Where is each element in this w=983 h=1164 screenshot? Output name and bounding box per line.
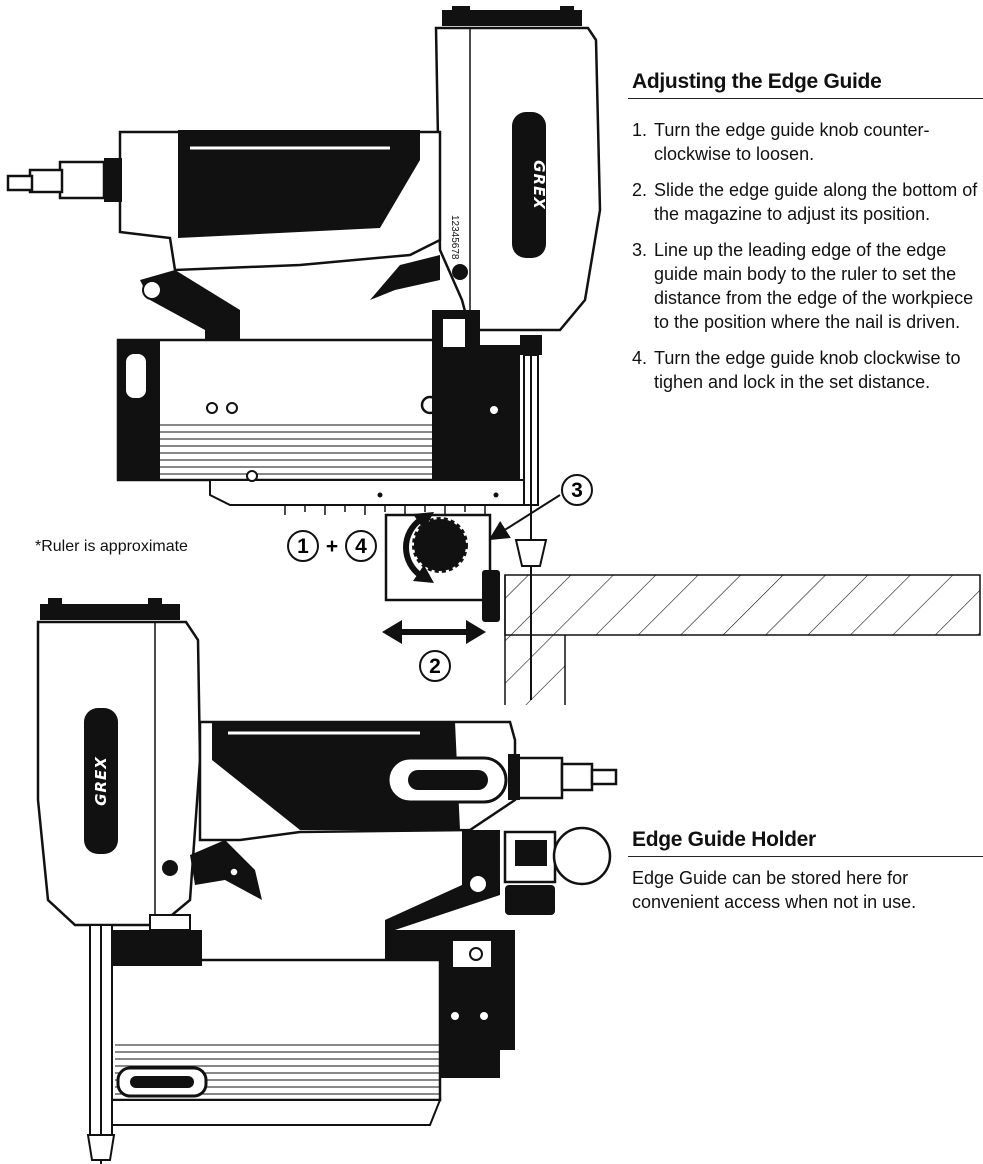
stored-edge-guide-knob bbox=[552, 826, 612, 886]
adjusting-title-rule bbox=[628, 98, 983, 99]
holder-section-title: Edge Guide Holder bbox=[632, 828, 816, 851]
callout-2: 2 bbox=[419, 650, 451, 682]
holder-description: Edge Guide can be stored here for conven… bbox=[632, 868, 917, 912]
edge-guide-assembly bbox=[382, 512, 500, 644]
step-item: 4. Turn the edge guide knob clockwise to… bbox=[632, 346, 982, 394]
step-number: 2. bbox=[632, 180, 648, 200]
step-text: Turn the edge guide knob clockwise to ti… bbox=[654, 348, 961, 392]
brand-logo-bottom: GREX bbox=[92, 756, 110, 806]
step-text: Turn the edge guide knob counter-clockwi… bbox=[654, 120, 930, 164]
step-text: Slide the edge guide along the bottom of… bbox=[654, 180, 978, 224]
step-number: 4. bbox=[632, 348, 648, 368]
svg-text:3: 3 bbox=[571, 479, 583, 502]
step-text: Line up the leading edge of the edge gui… bbox=[654, 240, 974, 332]
svg-text:1: 1 bbox=[297, 535, 309, 558]
callout-4: 4 bbox=[345, 530, 377, 562]
callout-3: 3 bbox=[561, 474, 593, 506]
svg-text:2: 2 bbox=[429, 655, 441, 678]
brand-logo-top: GREX bbox=[530, 160, 548, 210]
serial-number-top: 12345678 bbox=[449, 215, 460, 260]
step-item: 1. Turn the edge guide knob counter-cloc… bbox=[632, 118, 982, 166]
ruler-note: *Ruler is approximate bbox=[35, 538, 188, 555]
bottom-nailer: GREX bbox=[36, 598, 618, 1164]
step-number: 1. bbox=[632, 120, 648, 140]
top-nailer: GREX 12345678 bbox=[6, 6, 602, 700]
callout-plus: + bbox=[326, 535, 338, 558]
step-number: 3. bbox=[632, 240, 648, 260]
holder-title-rule bbox=[628, 856, 983, 857]
workpiece bbox=[504, 574, 981, 705]
step-item: 2. Slide the edge guide along the bottom… bbox=[632, 178, 982, 226]
adjusting-section-title: Adjusting the Edge Guide bbox=[632, 70, 882, 93]
adjusting-steps-list: 1. Turn the edge guide knob counter-cloc… bbox=[632, 118, 982, 406]
svg-text:4: 4 bbox=[355, 535, 367, 558]
callout-1: 1 bbox=[287, 530, 319, 562]
step-item: 3. Line up the leading edge of the edge … bbox=[632, 238, 982, 334]
